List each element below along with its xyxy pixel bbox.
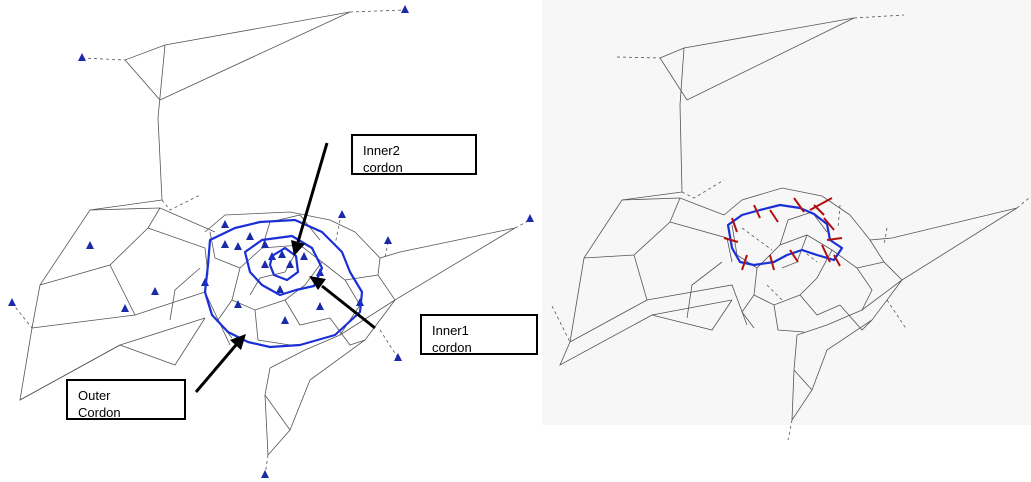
outer-cordon-label: Outer Cordon [66, 379, 186, 420]
right-panel-background [542, 0, 1031, 425]
callout-arrows [194, 142, 376, 393]
inner1-cordon-label: Inner1 cordon [420, 314, 538, 355]
cut-links [723, 197, 843, 271]
inner1-label-line1: Inner1 [432, 323, 469, 338]
inner2-label-line2: cordon [363, 160, 403, 175]
outer-cordon [203, 218, 364, 349]
cordons [203, 218, 364, 349]
inner1-cordon [243, 234, 324, 297]
cordon-line-right [726, 203, 844, 267]
inner1-arrow [321, 284, 376, 330]
outer-label-line1: Outer [78, 388, 111, 403]
inner1-label-line2: cordon [432, 340, 472, 355]
centroid-connectors [11, 9, 531, 476]
inner2-label-line1: Inner2 [363, 143, 400, 158]
centroid-connectors-right [551, 14, 1030, 441]
right-network-panel [542, 0, 1031, 441]
road-network-right [559, 17, 1018, 421]
cordon-right [726, 203, 844, 267]
outer-arrow [194, 344, 238, 393]
inner2-cordon-label: Inner2 cordon [351, 134, 477, 175]
zone-centroids [8, 5, 534, 478]
left-network-panel [8, 5, 534, 478]
road-network [19, 11, 516, 456]
inner2-cordon [268, 246, 300, 282]
outer-label-line2: Cordon [78, 405, 121, 420]
inner2-arrow [296, 142, 329, 243]
